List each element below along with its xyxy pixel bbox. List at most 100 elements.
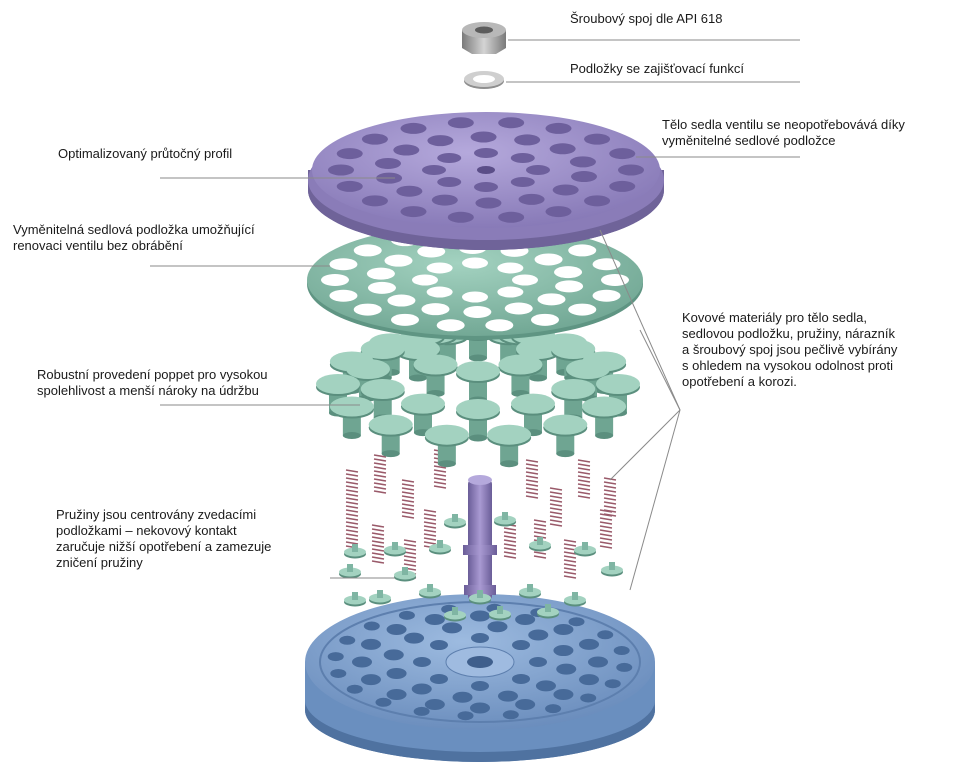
seat-plate-hole	[462, 257, 488, 269]
lift-washer	[369, 590, 391, 605]
guard-hole	[535, 680, 556, 692]
seat-body-hole	[584, 133, 611, 145]
guard-hole	[330, 668, 347, 678]
seat-plate-hole	[497, 262, 524, 274]
seat-plate-hole	[353, 244, 382, 257]
guard-hole	[545, 704, 562, 714]
seat-plate-hole	[463, 305, 492, 318]
label-bolt: Šroubový spoj dle API 618	[570, 11, 723, 26]
seat-body-hole	[498, 211, 525, 223]
seat-plate-hole	[417, 245, 446, 258]
seat-body-hole	[618, 164, 644, 176]
guard-hole	[553, 623, 574, 635]
guard-hole	[471, 633, 489, 643]
seat-body-hole	[437, 152, 462, 163]
lift-washer	[529, 537, 551, 552]
seat-body-hole	[510, 152, 535, 163]
seat-plate-hole	[367, 281, 396, 294]
guard-hole	[404, 632, 425, 644]
seat-plate-hole	[366, 267, 395, 280]
guard-hole	[386, 689, 407, 701]
seat-plate-hole	[534, 253, 563, 266]
seat-body-hole	[571, 171, 598, 183]
seat-plate-hole	[537, 293, 566, 306]
seat-body-hole	[510, 177, 535, 188]
seat-plate-hole	[329, 289, 358, 302]
seat-body-hole	[475, 197, 502, 209]
seat-body	[308, 112, 664, 250]
guard-hole	[497, 690, 518, 702]
guard-hole	[613, 646, 630, 656]
poppet	[456, 361, 500, 404]
guard-hole	[512, 640, 531, 651]
guard-hole	[360, 638, 381, 650]
lift-washer	[519, 584, 541, 599]
seat-plate-hole	[426, 262, 453, 274]
seat-body-hole	[584, 195, 611, 207]
guard-hole	[502, 710, 519, 720]
lift-washer	[601, 562, 623, 577]
spring	[577, 459, 591, 499]
seat-body-hole	[422, 165, 446, 175]
center-rod	[463, 475, 497, 600]
guard-hole	[470, 610, 490, 622]
guard-hole	[579, 674, 600, 686]
spring	[401, 479, 415, 519]
guard-hole	[386, 667, 407, 679]
seat-plate-hole	[485, 319, 514, 332]
seat-plate-hole	[554, 266, 583, 279]
seat-body-hole	[569, 156, 596, 168]
poppet	[368, 414, 413, 458]
guard-hole	[512, 673, 531, 684]
seat-body-hole	[545, 122, 572, 134]
guard-hole	[352, 656, 372, 668]
poppet	[424, 424, 469, 468]
label-seat-plate: Vyměnitelná sedlová podložka umožňující …	[13, 222, 255, 253]
seat-body-hole	[400, 122, 427, 134]
seat-plate-hole	[531, 313, 559, 326]
guard-hole	[588, 656, 608, 668]
seat-plate-hole	[387, 294, 416, 307]
lift-washer	[429, 540, 451, 555]
seat-body-hole	[374, 157, 401, 169]
leader-lines	[150, 39, 800, 591]
seat-body-hole	[427, 135, 454, 147]
guard-hole	[616, 662, 633, 672]
seat-body-hole	[498, 117, 525, 129]
lift-washer	[344, 592, 366, 607]
seat-plate-hole	[462, 291, 488, 303]
seat-plate-hole	[592, 289, 621, 302]
seat-plate	[307, 224, 643, 340]
seat-plate-hole	[321, 274, 349, 286]
seat-plate-hole	[426, 286, 453, 298]
seat-plate-hole	[504, 302, 533, 315]
lift-washers-group	[339, 512, 623, 622]
spring	[549, 487, 563, 527]
seat-body-hole	[361, 195, 388, 207]
poppet	[401, 393, 445, 437]
seat-plate-hole	[601, 274, 629, 286]
guard-hole	[411, 683, 432, 695]
seat-plate-hole	[512, 274, 538, 286]
seat-body-hole	[545, 206, 572, 218]
poppet	[329, 396, 374, 440]
seat-body-hole	[447, 117, 474, 129]
seat-body-hole	[514, 134, 541, 146]
springs-group	[345, 449, 617, 579]
seat-plate-hole	[384, 254, 413, 267]
seat-plate-hole	[436, 319, 465, 332]
seat-body-hole	[447, 211, 474, 223]
guard-hole	[398, 610, 415, 620]
spring	[373, 454, 387, 494]
seat-body-hole	[393, 144, 420, 156]
seat-plate-hole	[555, 280, 584, 293]
guard-hole	[568, 617, 585, 627]
lift-washer	[537, 604, 559, 619]
guard-hole	[363, 621, 380, 631]
spring	[525, 459, 539, 499]
guard-hole	[327, 652, 344, 662]
bottom-guard	[305, 594, 655, 762]
guard-hole	[413, 706, 430, 716]
guard-hole	[604, 679, 621, 689]
guard-hole	[346, 684, 363, 694]
